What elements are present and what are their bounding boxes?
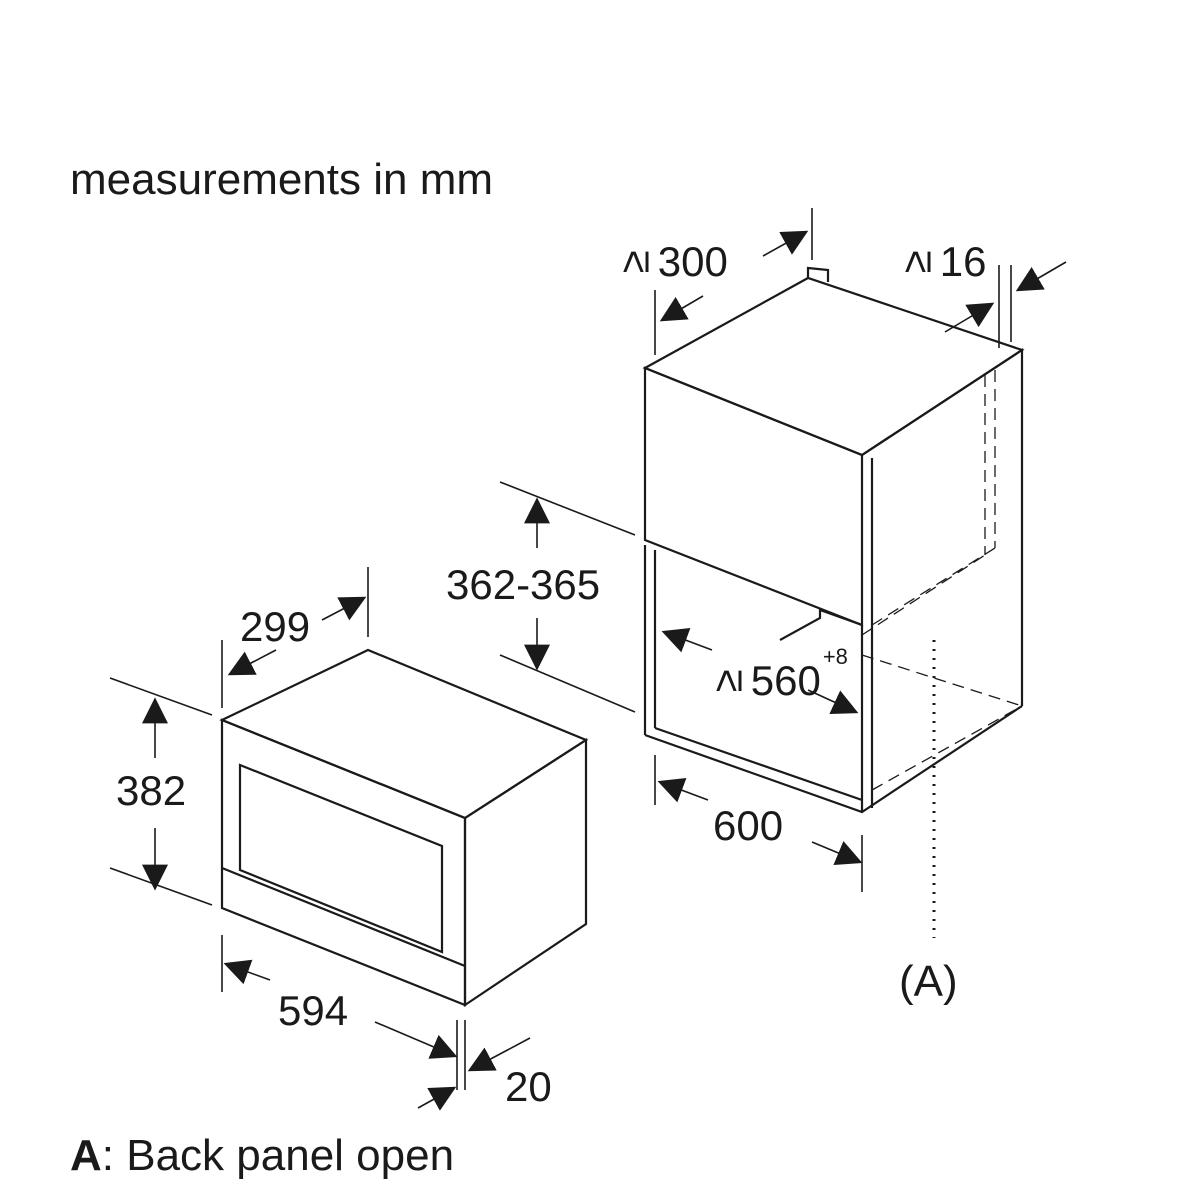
niche-width-value: 560 <box>750 657 821 704</box>
cabinet-depth-symbol: ≥ <box>610 250 658 274</box>
upper-cabinet-front <box>643 366 864 627</box>
appliance-drawing <box>219 648 589 1008</box>
page-title: measurements in mm <box>70 155 494 204</box>
cabinet-depth-label: ≥ 300 <box>611 238 728 285</box>
cabinet-top-notch <box>806 266 830 282</box>
niche-dimension-lines <box>499 208 1067 892</box>
niche-drawing <box>642 266 1025 814</box>
niche-width-symbol: ≥ <box>703 669 751 693</box>
legend-separator: : <box>101 1131 115 1180</box>
appliance-front-frame <box>220 718 467 1007</box>
appliance-dimension-lines <box>109 567 531 1111</box>
niche-hidden-edges <box>861 370 1023 791</box>
appliance-depth-label: 299 <box>240 603 311 650</box>
appliance-control-strip <box>221 866 466 968</box>
legend-text: Back panel open <box>114 1131 455 1180</box>
cabinet-rear-edge <box>861 347 1024 456</box>
upper-cabinet-top <box>642 276 1025 457</box>
niche-height-label: 362-365 <box>446 561 601 608</box>
cabinet-depth-value: 300 <box>657 238 728 285</box>
appliance-height-label: 382 <box>116 767 187 814</box>
legend-key: A <box>70 1131 102 1180</box>
niche-shelf-ledge <box>779 608 863 641</box>
niche-depth-label: 600 <box>713 802 784 849</box>
niche-width-tolerance: +8 <box>822 644 848 669</box>
appliance-top <box>219 648 589 820</box>
appliance-width-label: 594 <box>278 987 349 1034</box>
niche-floor-inner <box>654 726 863 802</box>
front-offset-label: 20 <box>505 1063 552 1110</box>
gap-symbol: ≥ <box>892 250 940 274</box>
legend: A: Back panel open <box>70 1134 454 1178</box>
niche-width-label: ≥ 560+8 <box>704 646 848 704</box>
niche-floor-front <box>644 705 1023 814</box>
back-panel-marker: (A) <box>899 957 958 1006</box>
gap-label: ≥ 16 <box>893 238 987 285</box>
gap-value: 16 <box>939 238 987 285</box>
appliance-side <box>463 737 588 1008</box>
appliance-door-window <box>238 763 444 954</box>
